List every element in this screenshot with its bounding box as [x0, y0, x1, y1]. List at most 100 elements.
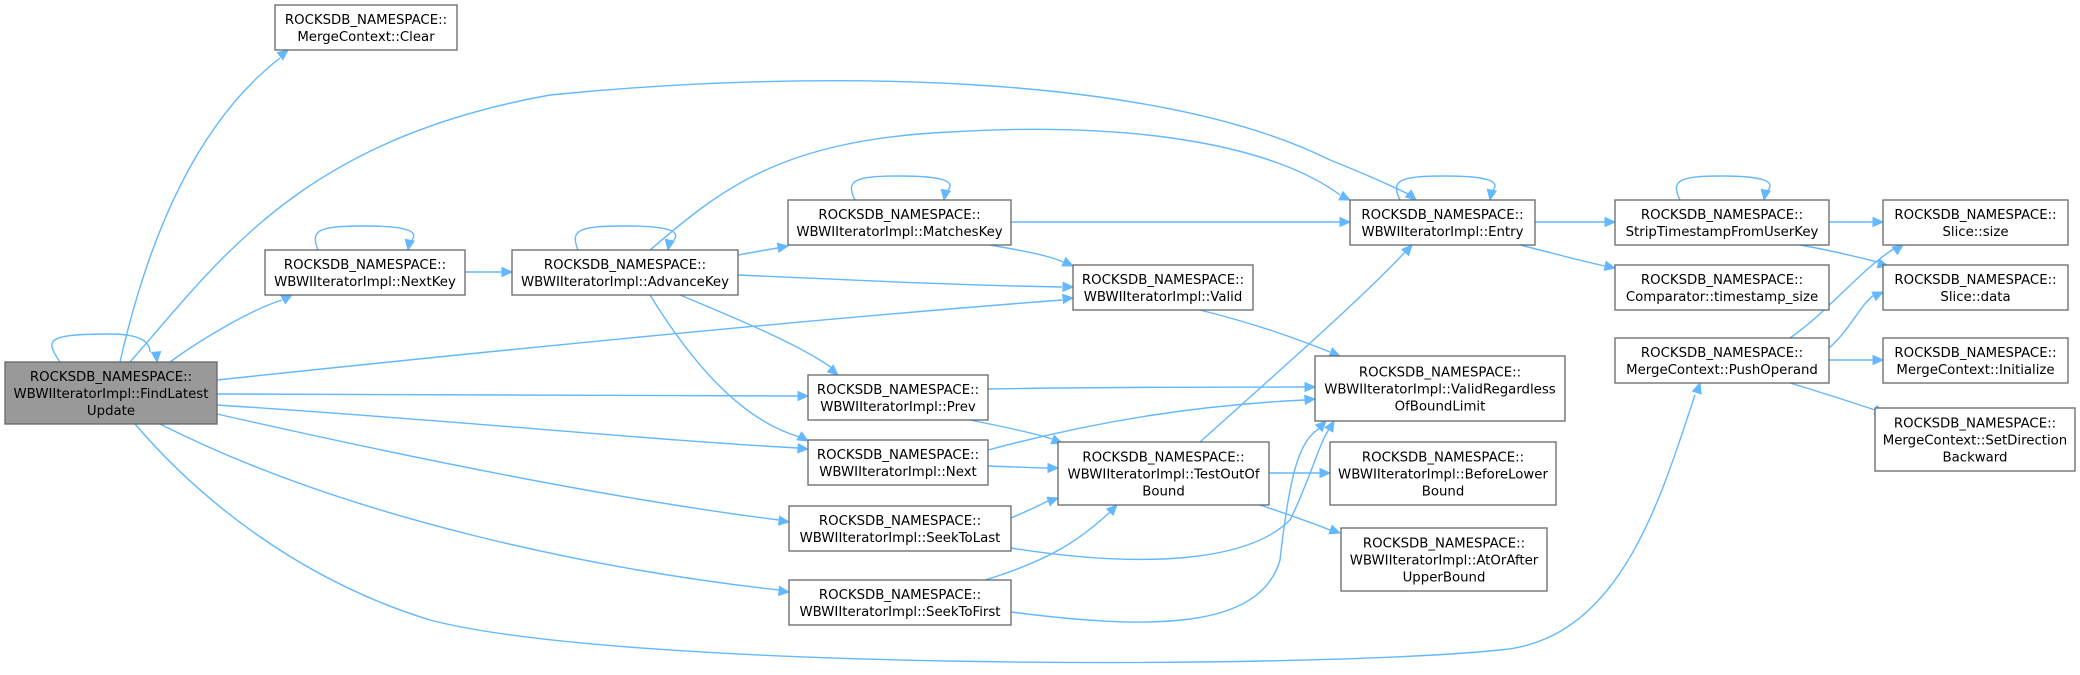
node-seektofirst[interactable]: ROCKSDB_NAMESPACE::WBWIIteratorImpl::See…	[788, 579, 1012, 626]
arrowhead-icon	[1604, 216, 1617, 228]
node-pushoperand[interactable]: ROCKSDB_NAMESPACE::MergeContext::PushOpe…	[1614, 337, 1830, 384]
node-label: WBWIIteratorImpl::BeforeLower	[1338, 468, 1548, 483]
edge-line	[129, 80, 1411, 363]
arrowhead-icon	[276, 49, 289, 61]
edge-line	[1675, 175, 1771, 201]
node-box[interactable]	[787, 199, 1012, 246]
edge-root-to-prev	[216, 390, 810, 402]
arrowhead-icon	[1046, 496, 1060, 507]
edge-prev-to-validregardless	[987, 381, 1317, 393]
edge-seektofirst-to-validregardless	[1010, 420, 1327, 623]
edge-root-to-seektolast	[216, 413, 791, 526]
edge-line	[1010, 499, 1051, 519]
node-clear[interactable]: ROCKSDB_NAMESPACE::MergeContext::Clear	[274, 4, 458, 51]
node-box[interactable]	[264, 249, 466, 296]
node-striptimestamp[interactable]: ROCKSDB_NAMESPACE::StripTimestampFromUse…	[1614, 199, 1830, 246]
edge-root-to-root	[51, 333, 162, 364]
arrowhead-icon	[501, 266, 514, 278]
edge-pushoperand-to-setdirection	[1789, 382, 1887, 415]
node-advancekey[interactable]: ROCKSDB_NAMESPACE::WBWIIteratorImpl::Adv…	[511, 249, 739, 296]
arrowhead-icon	[1304, 381, 1317, 393]
node-box[interactable]	[1874, 407, 2076, 472]
node-box[interactable]	[511, 249, 739, 296]
node-box[interactable]	[1314, 355, 1566, 422]
node-box[interactable]	[1614, 199, 1830, 246]
node-slicedata[interactable]: ROCKSDB_NAMESPACE::Slice::data	[1882, 264, 2069, 311]
node-box[interactable]	[1340, 527, 1548, 592]
edge-testoutofbound-to-atorafter	[1259, 504, 1342, 535]
node-box[interactable]	[1614, 337, 1830, 384]
node-box[interactable]	[274, 4, 458, 51]
node-box[interactable]	[1349, 199, 1536, 246]
node-timestampsize[interactable]: ROCKSDB_NAMESPACE::Comparator::timestamp…	[1614, 264, 1830, 311]
arrowhead-icon	[1324, 419, 1335, 433]
node-label: ROCKSDB_NAMESPACE::	[817, 383, 979, 398]
node-prev[interactable]: ROCKSDB_NAMESPACE::WBWIIteratorImpl::Pre…	[807, 374, 989, 421]
node-box[interactable]	[1057, 441, 1270, 506]
arrowhead-icon	[797, 390, 810, 402]
edge-line	[1395, 175, 1496, 201]
node-label: WBWIIteratorImpl::SeekToFirst	[799, 605, 1000, 620]
arrowhead-icon	[778, 585, 791, 597]
node-label: ROCKSDB_NAMESPACE::	[1359, 366, 1521, 381]
node-box[interactable]	[788, 505, 1012, 552]
node-testoutofbound[interactable]: ROCKSDB_NAMESPACE::WBWIIteratorImpl::Tes…	[1057, 441, 1270, 506]
node-beforelower[interactable]: ROCKSDB_NAMESPACE::WBWIIteratorImpl::Bef…	[1329, 441, 1557, 506]
edge-line	[1799, 244, 1879, 263]
node-seektolast[interactable]: ROCKSDB_NAMESPACE::WBWIIteratorImpl::See…	[788, 505, 1012, 552]
node-valid[interactable]: ROCKSDB_NAMESPACE::WBWIIteratorImpl::Val…	[1072, 264, 1254, 311]
node-root[interactable]: ROCKSDB_NAMESPACE::WBWIIteratorImpl::Fin…	[4, 361, 218, 425]
edge-entry-to-timestampsize	[1519, 244, 1617, 271]
node-box[interactable]	[1882, 199, 2069, 246]
node-label: MergeContext::Clear	[297, 30, 435, 45]
node-label: Slice::size	[1942, 225, 2008, 240]
edge-line	[987, 386, 1306, 390]
node-next[interactable]: ROCKSDB_NAMESPACE::WBWIIteratorImpl::Nex…	[807, 439, 989, 486]
edge-nextkey-to-advancekey	[465, 266, 514, 278]
edge-pushoperand-to-initialize	[1829, 354, 1885, 366]
node-slicesize[interactable]: ROCKSDB_NAMESPACE::Slice::size	[1882, 199, 2069, 246]
arrowhead-icon	[1486, 188, 1498, 202]
node-box[interactable]	[807, 374, 989, 421]
edge-advancekey-to-advancekey	[574, 225, 677, 252]
node-box[interactable]	[1882, 264, 2069, 311]
node-label: WBWIIteratorImpl::SeekToLast	[800, 531, 1001, 546]
arrowhead-icon	[1062, 281, 1075, 293]
node-box[interactable]	[1882, 337, 2069, 384]
arrowhead-icon	[1401, 244, 1413, 257]
edge-line	[169, 299, 283, 363]
node-matcheskey[interactable]: ROCKSDB_NAMESPACE::WBWIIteratorImpl::Mat…	[787, 199, 1012, 246]
edge-line	[216, 413, 780, 521]
node-label: ROCKSDB_NAMESPACE::	[819, 514, 981, 529]
arrowhead-icon	[1328, 524, 1342, 535]
node-validregardless[interactable]: ROCKSDB_NAMESPACE::WBWIIteratorImpl::Val…	[1314, 355, 1566, 422]
node-box[interactable]	[1072, 264, 1254, 311]
node-label: ROCKSDB_NAMESPACE::	[1894, 417, 2056, 432]
edge-line	[1828, 294, 1875, 349]
node-label: ROCKSDB_NAMESPACE::	[1894, 208, 2056, 223]
node-initialize[interactable]: ROCKSDB_NAMESPACE::MergeContext::Initial…	[1882, 337, 2069, 384]
node-nextkey[interactable]: ROCKSDB_NAMESPACE::WBWIIteratorImpl::Nex…	[264, 249, 466, 296]
node-box[interactable]	[1614, 264, 1830, 311]
node-box[interactable]	[807, 439, 989, 486]
node-box[interactable]	[788, 579, 1012, 626]
node-label: ROCKSDB_NAMESPACE::	[1641, 208, 1803, 223]
edge-entry-to-striptimestamp	[1535, 216, 1617, 228]
node-atorafter[interactable]: ROCKSDB_NAMESPACE::WBWIIteratorImpl::AtO…	[1340, 527, 1548, 592]
node-box[interactable]	[1329, 441, 1557, 506]
edge-line	[649, 294, 801, 438]
node-label: ROCKSDB_NAMESPACE::	[1894, 273, 2056, 288]
node-setdirection[interactable]: ROCKSDB_NAMESPACE::MergeContext::SetDire…	[1874, 407, 2076, 472]
arrowhead-icon	[1047, 462, 1060, 474]
arrowhead-icon	[1304, 394, 1317, 406]
node-label: ROCKSDB_NAMESPACE::	[1894, 346, 2056, 361]
arrowhead-icon	[826, 364, 839, 376]
node-box[interactable]	[4, 361, 218, 425]
node-label: MergeContext::Initialize	[1896, 363, 2054, 378]
node-label: Bound	[1142, 485, 1185, 500]
node-entry[interactable]: ROCKSDB_NAMESPACE::WBWIIteratorImpl::Ent…	[1349, 199, 1536, 246]
edge-line	[969, 419, 1053, 440]
edge-line	[649, 128, 1341, 251]
arrowhead-icon	[404, 238, 416, 252]
arrowhead-icon	[150, 351, 162, 364]
